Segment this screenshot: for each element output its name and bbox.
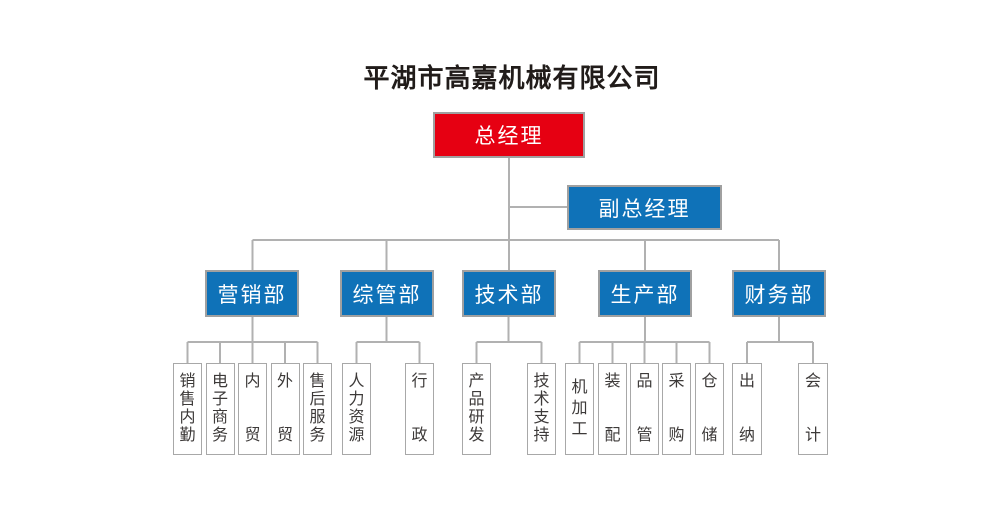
sub-box-domestic-trade: 内贸 xyxy=(238,363,267,455)
sub-box-product-rnd: 产品研发 xyxy=(462,363,491,455)
sub-box-tech-support: 技术支持 xyxy=(527,363,556,455)
sub-box-after-sales: 售后服务 xyxy=(303,363,332,455)
sub-box-machining: 机加工 xyxy=(565,363,594,455)
sub-box-cashier: 出纳 xyxy=(732,363,762,455)
sub-box-warehouse: 仓储 xyxy=(695,363,724,455)
sub-box-accounting: 会计 xyxy=(798,363,828,455)
dept-box-marketing: 营销部 xyxy=(205,270,299,317)
sub-box-human-resources: 人力资源 xyxy=(342,363,371,455)
sub-box-sales-support: 销售内勤 xyxy=(173,363,202,455)
sub-box-foreign-trade: 外贸 xyxy=(270,363,300,455)
sub-box-administration: 行政 xyxy=(405,363,434,455)
dept-box-general-management: 综管部 xyxy=(340,270,434,317)
sub-box-quality-control: 品管 xyxy=(630,363,659,455)
deputy-general-manager-box: 副总经理 xyxy=(567,185,722,230)
sub-box-purchasing: 采购 xyxy=(662,363,691,455)
dept-box-finance: 财务部 xyxy=(732,270,826,317)
company-title: 平湖市高嘉机械有限公司 xyxy=(363,63,661,93)
sub-box-ecommerce: 电子商务 xyxy=(205,363,235,455)
sub-box-assembly: 装配 xyxy=(598,363,627,455)
dept-box-production: 生产部 xyxy=(598,270,692,317)
dept-box-technology: 技术部 xyxy=(462,270,556,317)
root-box-general-manager: 总经理 xyxy=(433,112,585,158)
